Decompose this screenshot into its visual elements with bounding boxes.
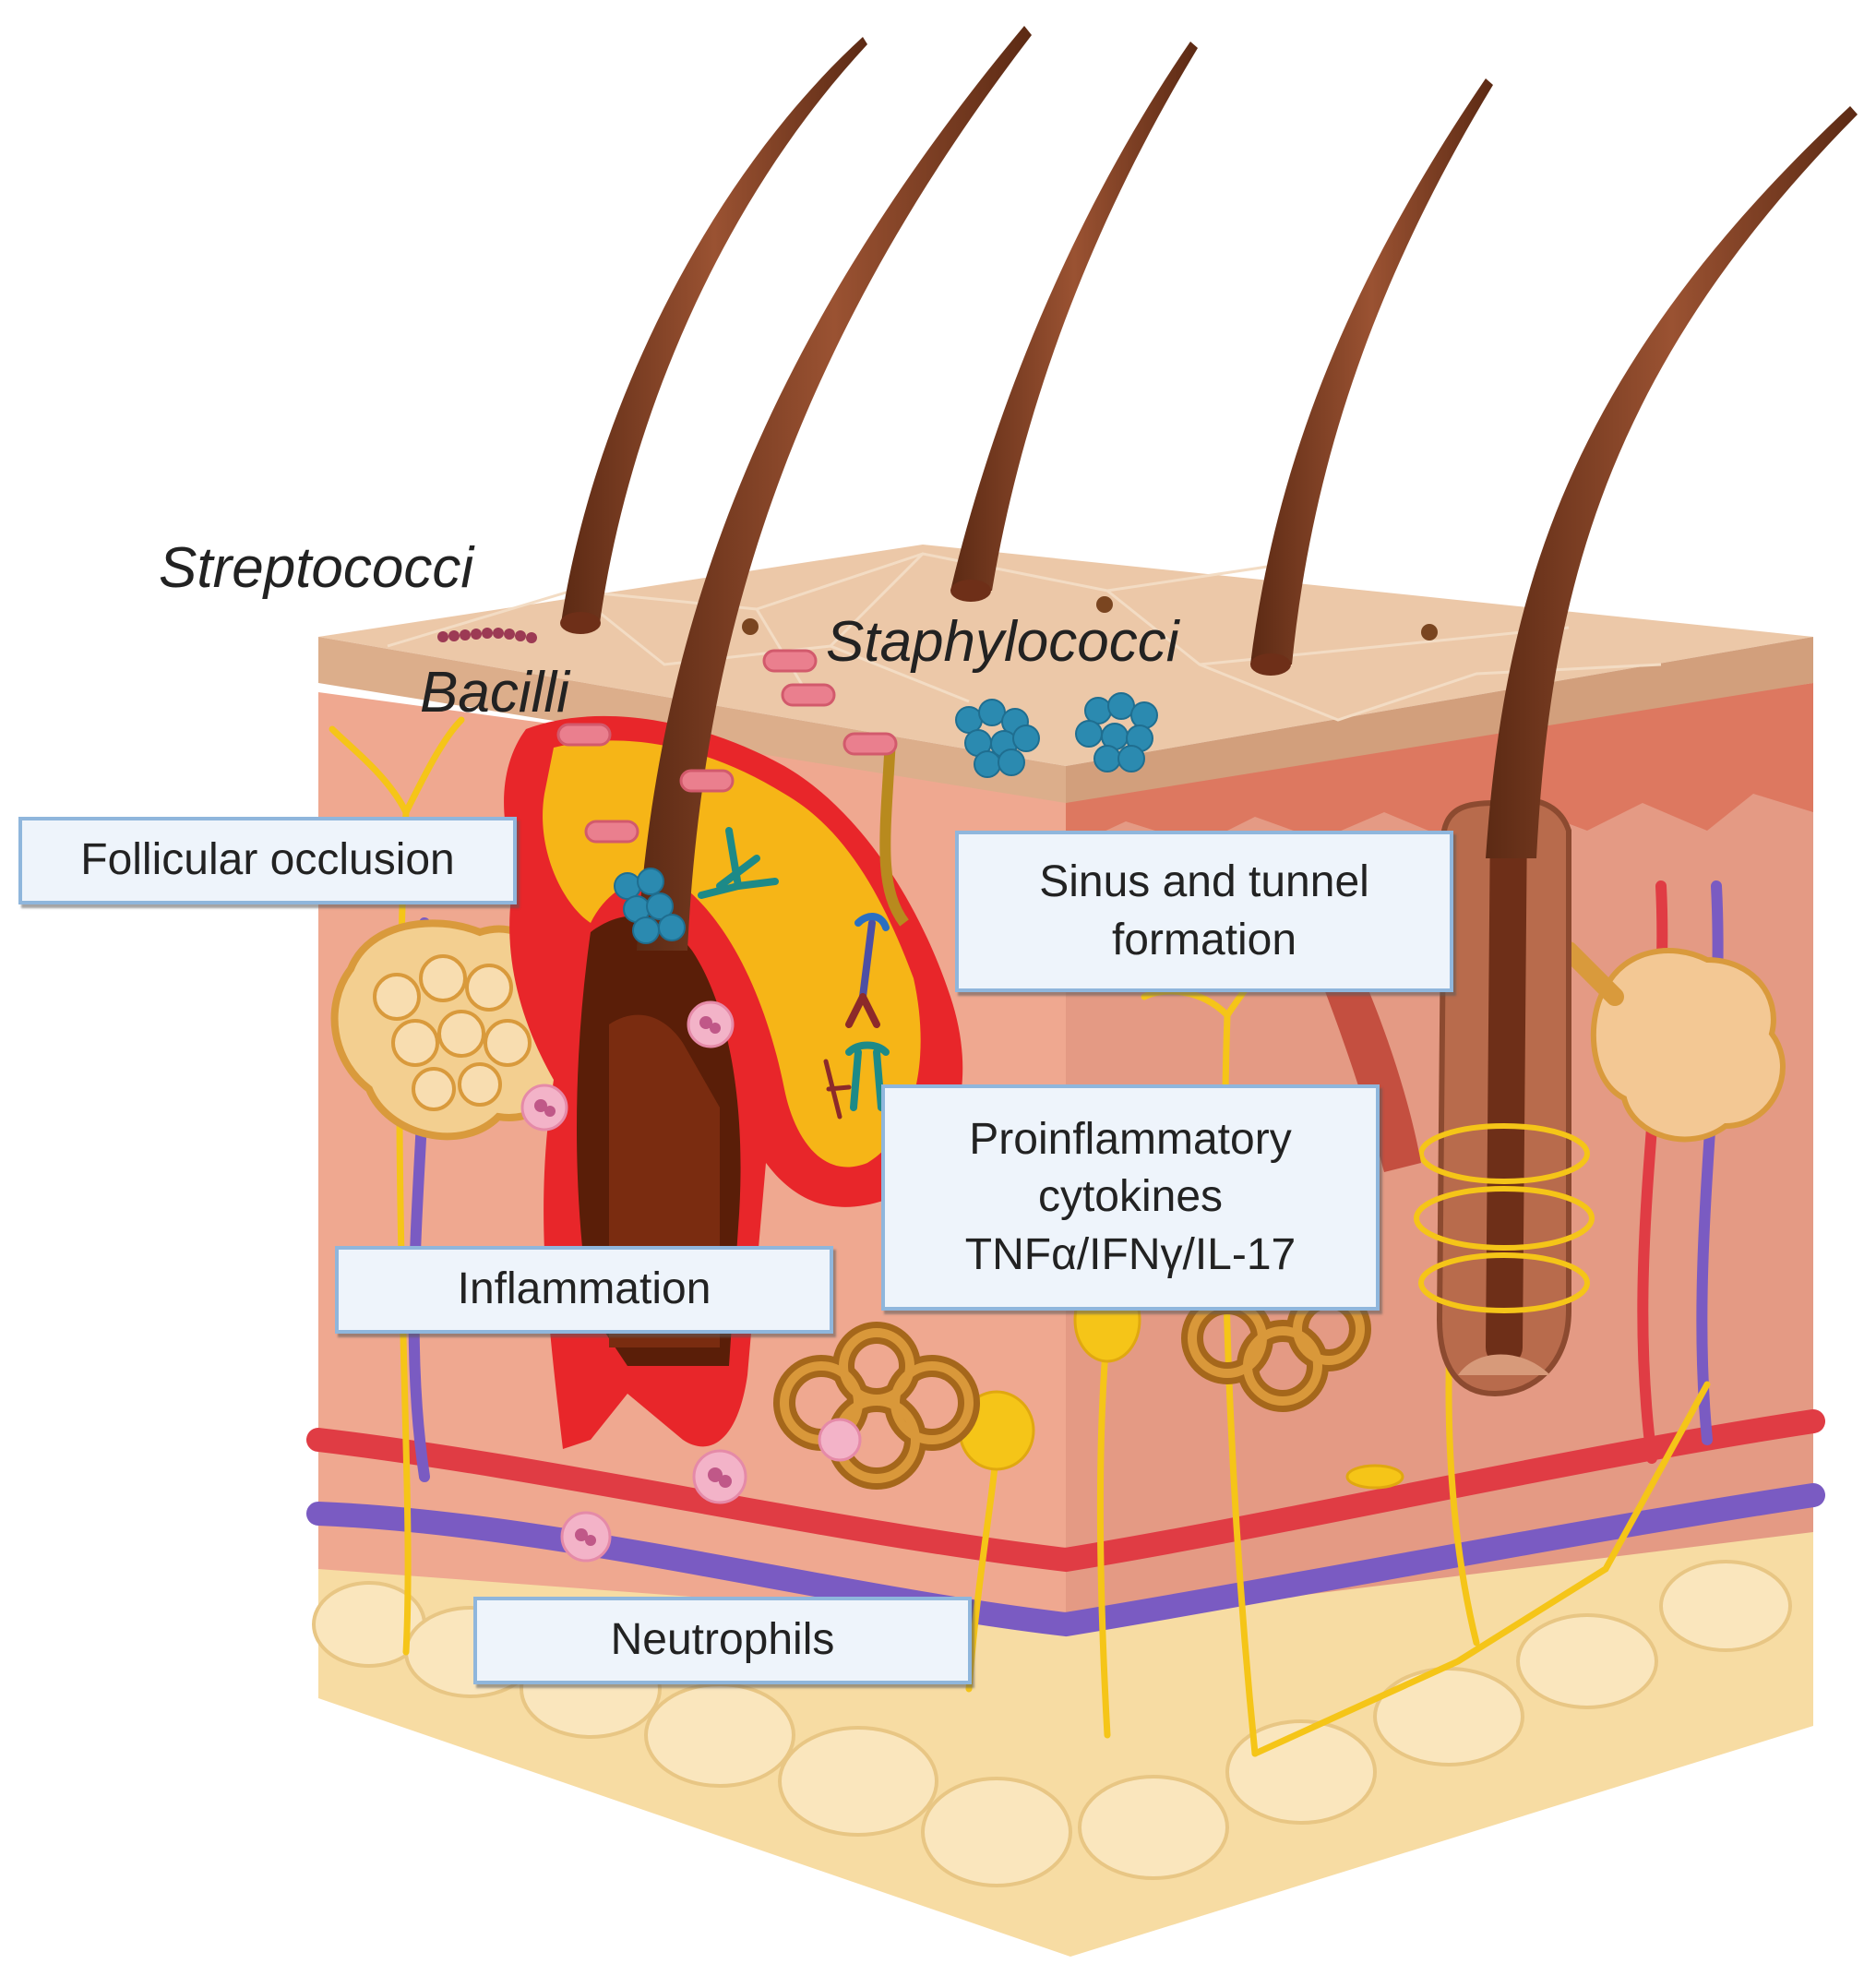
sinus-tract <box>879 737 909 927</box>
cytokines-label: Proinflammatory cytokines TNFα/IFNγ/IL-1… <box>881 1084 1380 1311</box>
bacilli-label: Bacilli <box>420 661 569 725</box>
hair-follicle-right <box>1414 794 1595 1397</box>
neutrophils-label: Neutrophils <box>473 1597 972 1684</box>
staphylococci-label: Staphylococci <box>826 610 1179 674</box>
bacilli-rods <box>556 649 898 844</box>
cytokine-receptors <box>698 827 890 1120</box>
epidermis-top <box>318 545 1813 766</box>
streptococci-label: Streptococci <box>159 536 474 600</box>
sebaceous-gland-right <box>1590 948 1786 1143</box>
inflammation-label: Inflammation <box>335 1246 833 1334</box>
follicular-occlusion-label: Follicular occlusion <box>18 817 517 904</box>
staphylococci-clusters <box>614 692 1158 944</box>
streptococci-chain <box>437 628 537 643</box>
blood-vessels <box>306 880 1825 1637</box>
sinus-tunnel-label: Sinus and tunnel formation <box>955 831 1453 992</box>
hair-shafts <box>561 26 1858 951</box>
